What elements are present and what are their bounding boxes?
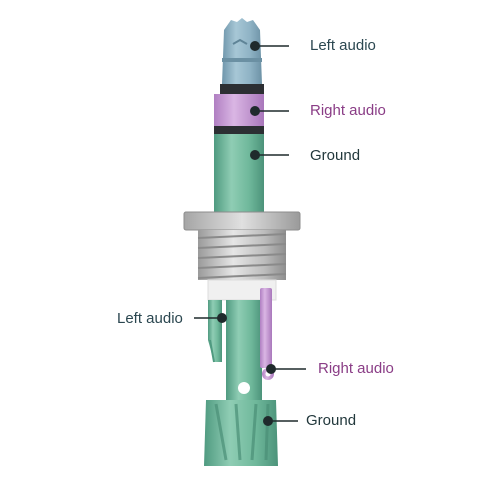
pointer-plug-right-audio	[250, 106, 289, 116]
jack-ground-body	[204, 300, 278, 466]
label-plug-left-audio: Left audio	[310, 37, 376, 54]
label-jack-right-audio: Right audio	[318, 360, 394, 377]
pointer-plug-ground	[250, 150, 289, 160]
plug-tip	[222, 18, 262, 84]
pointer-jack-right-audio	[266, 364, 306, 374]
label-jack-left-audio: Left audio	[117, 310, 183, 327]
label-plug-right-audio: Right audio	[310, 102, 386, 119]
jack-right-audio-terminal	[260, 288, 274, 380]
jack-thread	[197, 230, 287, 280]
label-plug-ground: Ground	[310, 147, 361, 164]
pointer-jack-ground	[263, 416, 298, 426]
pointer-jack-left-audio	[194, 313, 227, 323]
plug-sleeve	[214, 134, 264, 218]
plug-insulator-2	[214, 126, 264, 134]
jack-nut	[183, 211, 301, 231]
pointer-plug-left-audio	[250, 41, 289, 51]
label-jack-ground: Ground	[306, 412, 357, 429]
jack-left-audio-terminal	[208, 300, 222, 363]
plug-insulator-1	[220, 84, 264, 94]
